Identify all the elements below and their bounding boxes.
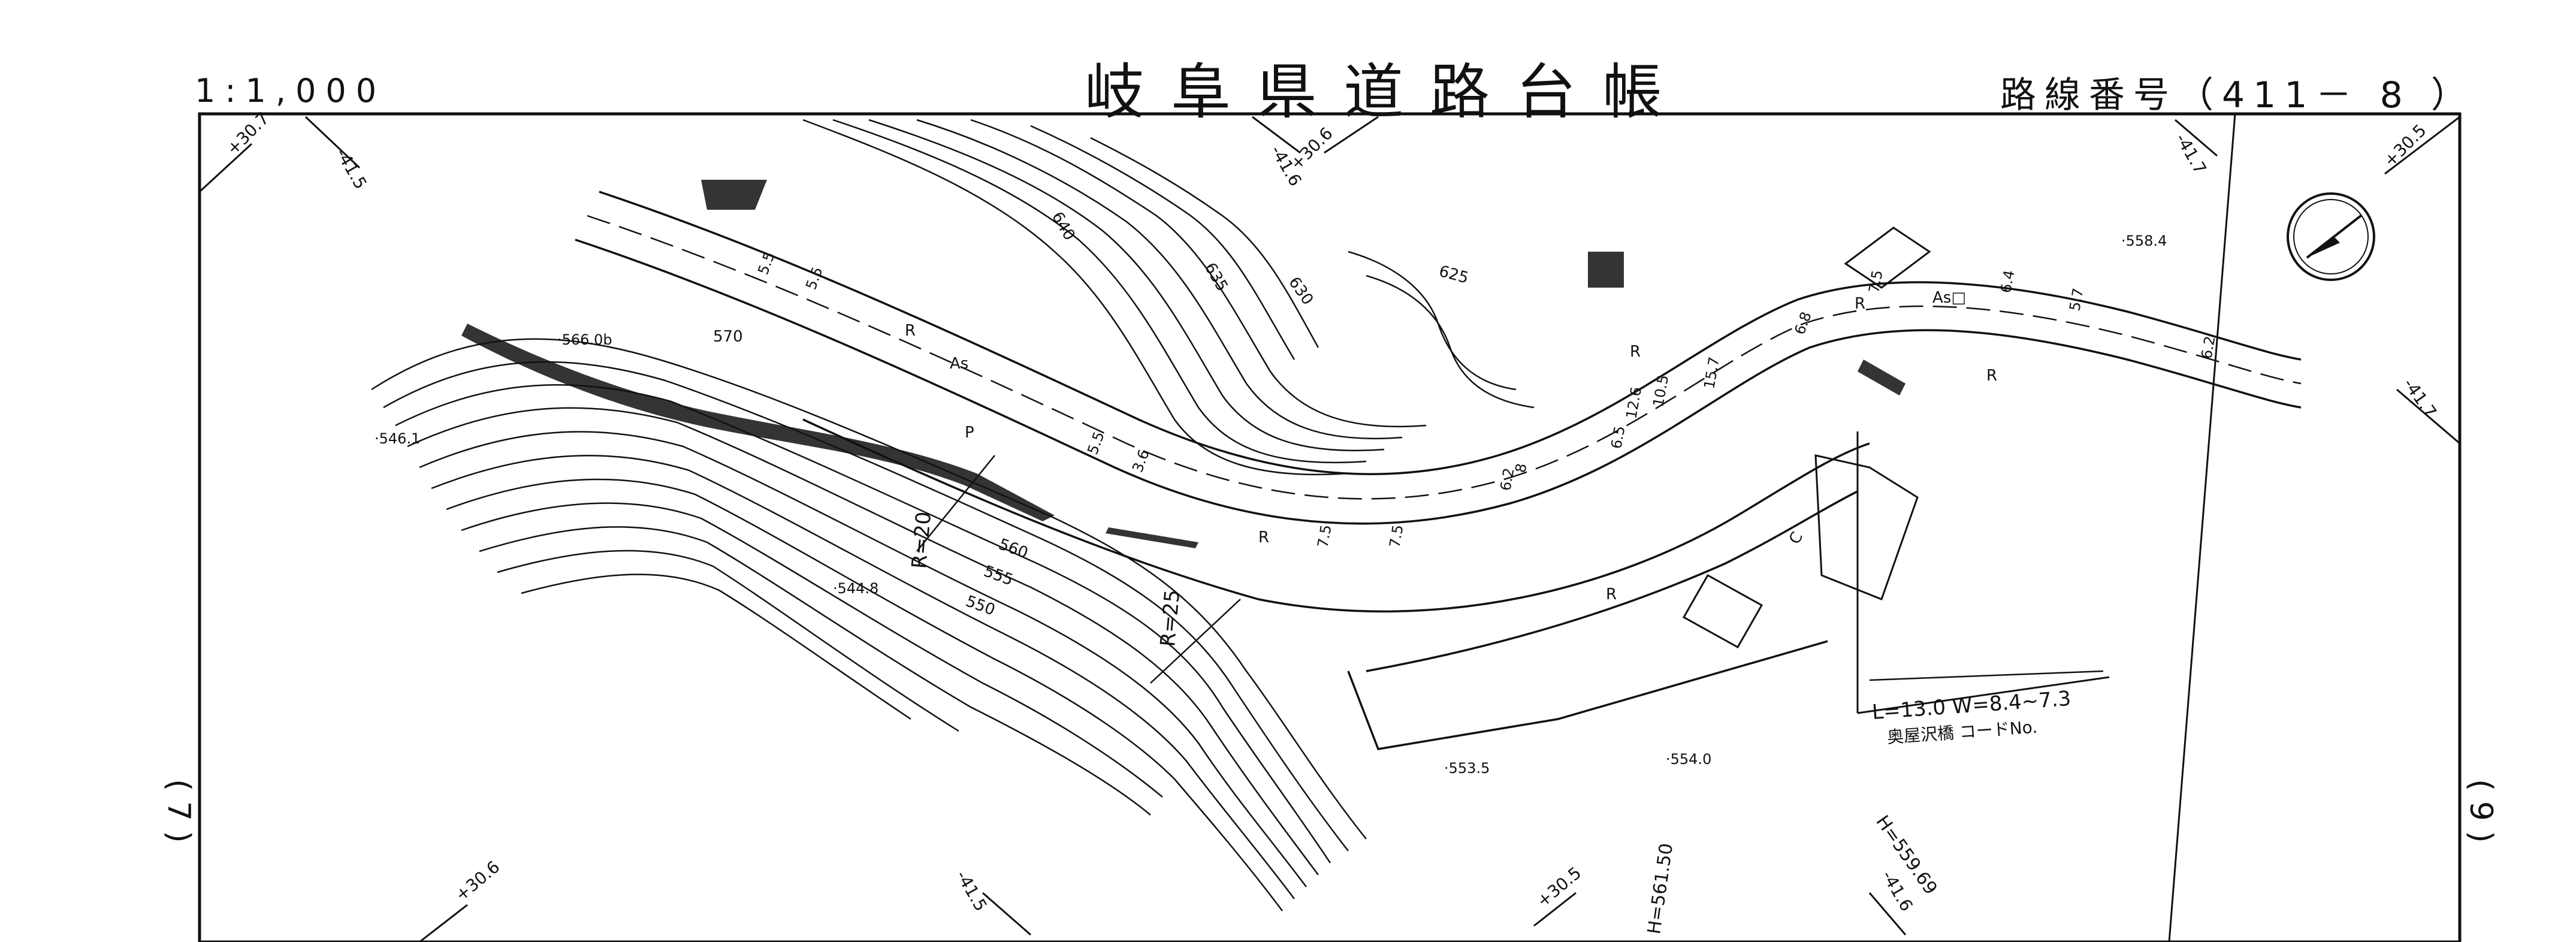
width-3: 5.5 xyxy=(1084,430,1107,457)
contour-640: 640 xyxy=(1048,209,1079,244)
contour-630: 630 xyxy=(1285,274,1316,309)
spot-height-558: ·558.4 xyxy=(2121,233,2167,249)
contour-555: 555 xyxy=(982,562,1016,589)
lower-road-edges xyxy=(802,418,1870,750)
width-1: 5.5 xyxy=(754,250,778,277)
coord-top-left-plus: +30.7 xyxy=(223,108,273,159)
road-width-labels: 5.5 5.5 5.5 3.6 7.5 7.5 6.2 8 6.5 12.6 1… xyxy=(754,250,2218,549)
curve-radius-labels: R=20 R=25 xyxy=(907,455,1241,684)
contour-lines-lower xyxy=(371,338,1367,911)
symbol-as-right: As□ xyxy=(1932,289,1966,307)
width-16: 5.7 xyxy=(2066,287,2086,312)
width-9: 6.5 xyxy=(1608,425,1628,450)
route-number: 路線番号（411－ 8 ） xyxy=(2000,74,2475,116)
width-8: 8 xyxy=(1512,462,1530,474)
contour-560: 560 xyxy=(996,535,1031,562)
symbol-r-f: R xyxy=(1986,367,1997,385)
width-7: 6.2 xyxy=(1497,467,1517,492)
left-sheet-mark: ( 7 ) xyxy=(161,779,197,843)
bridge-and-buildings xyxy=(1682,227,2110,714)
sheet-boundary-line xyxy=(2168,113,2236,942)
elevation-right: H=559.69 xyxy=(1871,812,1941,899)
symbol-p: P xyxy=(965,424,974,442)
road-centerline xyxy=(587,215,2302,500)
width-11: 10.5 xyxy=(1650,374,1672,408)
coord-bottom-left-plus: +30.6 xyxy=(451,857,503,905)
spot-heights: ·566.0b ·546.1 ·544.8 ·558.4 ·553.5 ·554… xyxy=(375,233,2167,777)
map-symbols: As As□ R R R R R R P C xyxy=(905,289,1997,603)
road-edges xyxy=(575,191,2302,525)
symbol-r-a: R xyxy=(905,322,916,340)
coord-top-left-minus: -41.5 xyxy=(332,145,371,192)
hatched-structures xyxy=(461,180,1905,548)
spot-height-553: ·553.5 xyxy=(1444,760,1490,777)
symbol-r-d: R xyxy=(1630,343,1641,361)
elevation-left: H=561.50 xyxy=(1644,842,1677,935)
curve-r25: R=25 xyxy=(1156,588,1185,648)
curve-r20: R=20 xyxy=(907,511,936,570)
spot-height-566: ·566.0b xyxy=(557,331,612,348)
width-14: 7.5 xyxy=(1865,269,1886,294)
contour-labels: 640 635 630 625 570 560 555 550 xyxy=(713,209,1470,620)
contour-625: 625 xyxy=(1437,262,1470,288)
bridge-dimensions: L=13.0 W=8.4~7.3 xyxy=(1871,687,2072,724)
spot-height-544: ·544.8 xyxy=(833,580,878,597)
coord-bottom-mid-plus: +30.5 xyxy=(1533,863,1585,911)
width-4: 3.6 xyxy=(1129,448,1152,475)
page-title: 岐阜県道路台帳 xyxy=(1085,57,1689,127)
width-13: 6.8 xyxy=(1791,310,1814,337)
width-17: 6.2 xyxy=(2198,335,2218,360)
symbol-r-e: R xyxy=(1855,295,1865,313)
symbol-c: C xyxy=(1786,529,1807,548)
width-12: 15.7 xyxy=(1701,356,1723,390)
map-frame xyxy=(198,112,2462,942)
contour-lines-upper xyxy=(802,119,1535,476)
width-6: 7.5 xyxy=(1386,524,1406,549)
right-sheet-mark: ( 9 ) xyxy=(2463,779,2499,843)
width-10: 12.6 xyxy=(1623,386,1645,420)
contour-570: 570 xyxy=(713,328,743,346)
spot-height-546: ·546.1 xyxy=(375,430,420,447)
symbol-r-b: R xyxy=(1258,529,1269,547)
symbol-r-c: R xyxy=(1606,585,1617,603)
width-2: 5.5 xyxy=(802,265,826,292)
width-15: 6.4 xyxy=(1997,269,2018,294)
width-5: 7.5 xyxy=(1314,524,1334,549)
map-scale: 1:1,000 xyxy=(195,72,386,110)
spot-height-554: ·554.0 xyxy=(1666,751,1711,768)
contour-635: 635 xyxy=(1201,260,1231,295)
coord-top-right-minus: -41.7 xyxy=(2172,130,2210,177)
coord-bottom-left-minus: -41.5 xyxy=(952,867,991,914)
north-arrow-icon xyxy=(2287,192,2375,281)
coordinate-ticks xyxy=(198,116,2460,942)
symbol-as-left: As xyxy=(950,355,968,373)
